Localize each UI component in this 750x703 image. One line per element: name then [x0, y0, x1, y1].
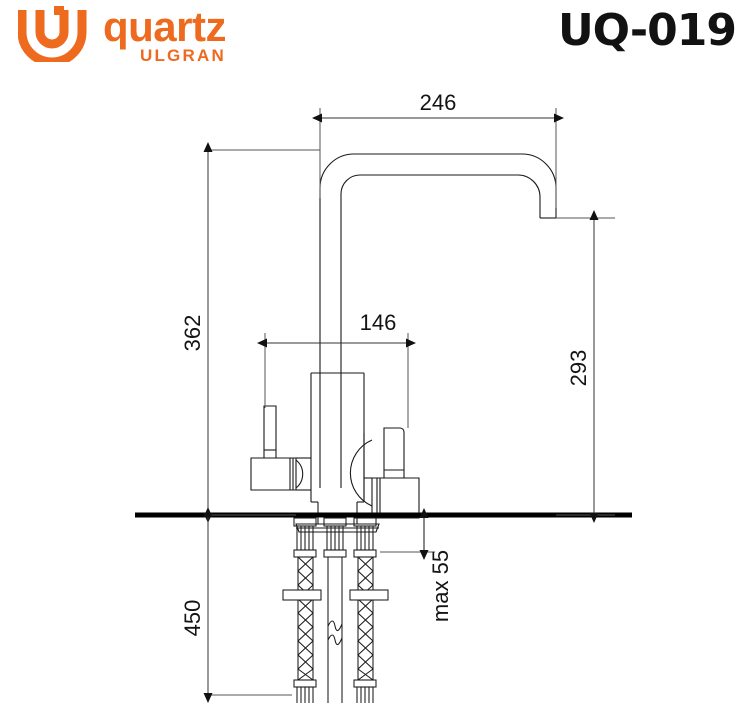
page-header: quartz ULGRAN UQ-019 — [0, 0, 750, 78]
quartz-u-mark-icon — [17, 6, 98, 67]
dimension-146 — [257, 333, 416, 428]
dimension-max-55 — [380, 508, 435, 560]
center-supply-tube — [323, 517, 347, 703]
faucet-outline — [250, 153, 557, 533]
dimension-max-55-label: max 55 — [428, 550, 453, 622]
dimension-450-label: 450 — [180, 600, 205, 637]
dimension-362-label: 362 — [180, 315, 205, 352]
faucet-technical-drawing: 246 362 146 293 — [0, 78, 750, 703]
dimension-450 — [203, 507, 292, 703]
dimension-362 — [203, 142, 320, 523]
brand-subword: ULGRAN — [140, 46, 226, 65]
brand-wordmark: quartz — [103, 3, 227, 50]
flex-hose-right — [349, 517, 389, 703]
dimension-146-label: 146 — [360, 310, 397, 335]
dimension-293 — [556, 210, 615, 523]
page-title: UQ-019 — [557, 5, 737, 56]
under-counter-assembly — [282, 517, 389, 703]
dimension-293-label: 293 — [566, 350, 591, 387]
flex-hose-left — [282, 517, 322, 703]
dimension-246 — [312, 108, 564, 208]
dimension-246-label: 246 — [420, 90, 457, 115]
